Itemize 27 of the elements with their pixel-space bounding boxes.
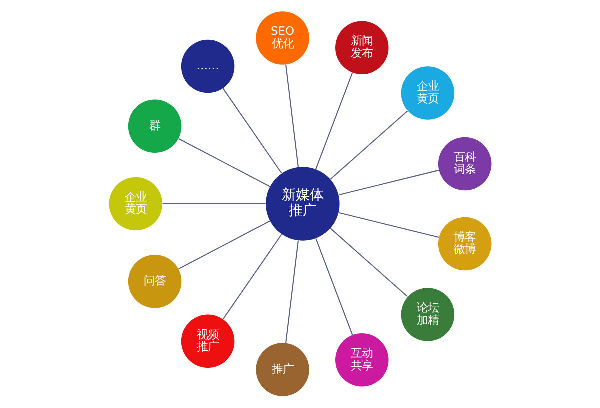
connector <box>285 64 298 168</box>
node-circle: 论坛加精 <box>400 288 454 342</box>
node-circle: 群 <box>128 100 182 154</box>
node-circle: …… <box>180 40 234 94</box>
connector <box>315 238 353 336</box>
connector <box>330 110 408 180</box>
connector <box>162 203 266 205</box>
connector <box>330 228 408 298</box>
node-circle: SEO优化 <box>256 12 309 65</box>
connector <box>178 220 270 270</box>
node-circle: 企业黄页 <box>108 177 162 231</box>
node-circle: 互动共享 <box>335 334 388 387</box>
node-circle: 百科词条 <box>438 137 492 191</box>
connector <box>285 240 298 344</box>
node-circle: 推广 <box>256 343 309 396</box>
node-circle: 视频推广 <box>180 314 234 368</box>
connector <box>178 138 270 188</box>
connector <box>315 72 353 170</box>
node-circle: 新媒体推广 <box>266 167 340 241</box>
node-circle: 新闻发布 <box>335 21 388 74</box>
node-circle: 问答 <box>128 254 182 308</box>
connector <box>338 170 439 196</box>
connector <box>222 234 282 320</box>
connector <box>222 88 282 174</box>
connector <box>338 212 439 238</box>
node-circle: 企业黄页 <box>400 66 454 120</box>
node-circle: 博客微博 <box>438 217 492 271</box>
